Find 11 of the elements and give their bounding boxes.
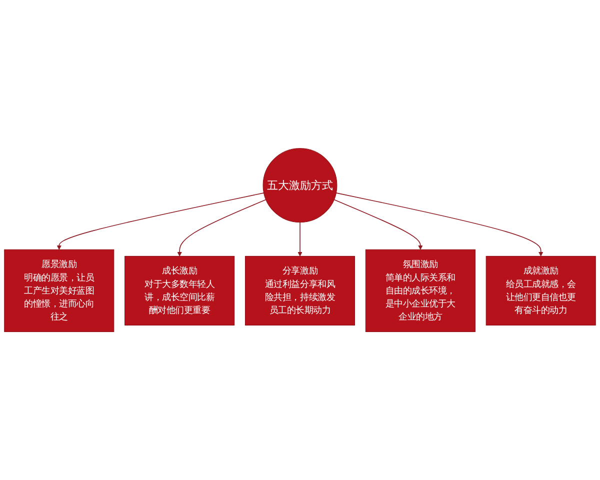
node-box: 成长激励 对于大多数年轻人讲，成长空间比薪酬对他们更重要 (124, 256, 235, 326)
node-circle: 五大激励方式 (262, 148, 338, 222)
node-box: 成就激励 给员工成就感，会让他们更自信也更有奋斗的动力 (486, 256, 596, 326)
node-box: 愿景激励 明确的愿景，让员工产生对美好蓝图的憧憬，进而心向往之 (4, 249, 114, 332)
node-box: 氛围激励 简单的人际关系和自由的成长环境，是中小企业优于大企业的地方 (365, 249, 476, 332)
arrow (336, 192, 544, 256)
node-box: 分享激励 通过利益分享和风险共担，持续激发员工的长期动力 (244, 256, 356, 326)
arrow (298, 222, 302, 256)
arrow (334, 199, 423, 250)
arrow (56, 192, 264, 250)
arrow (177, 199, 266, 256)
